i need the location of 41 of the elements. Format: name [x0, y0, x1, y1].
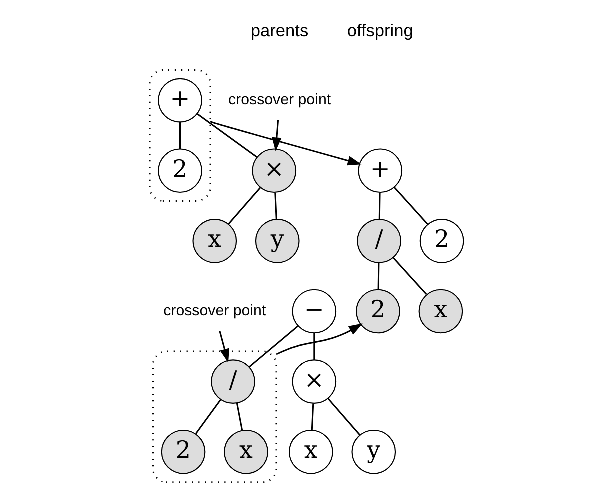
connector: [378, 263, 380, 290]
node-circle: x: [418, 289, 464, 334]
connector: [195, 399, 222, 434]
node-circle: x: [192, 219, 238, 264]
arrow: [276, 324, 363, 356]
connector: [236, 403, 244, 431]
connector: [378, 192, 381, 220]
connector: [392, 257, 428, 296]
node-circle: y: [255, 219, 300, 264]
label: parents: [250, 20, 309, 41]
connector: [180, 122, 182, 150]
node-text: crossover point: [228, 92, 332, 109]
connector: [228, 187, 262, 225]
node-text: crossover point: [164, 302, 266, 320]
connector: [274, 192, 278, 220]
node-circle: 2: [158, 148, 202, 194]
connector: [314, 333, 316, 360]
cluster: [149, 69, 212, 202]
node-circle: x: [288, 430, 334, 474]
arrow: [272, 120, 282, 152]
label: offspring: [347, 20, 414, 41]
node-circle: ×: [292, 360, 337, 404]
node-circle: ×: [252, 148, 297, 194]
arrow: [210, 121, 362, 166]
connector: [197, 114, 258, 158]
connector: [328, 398, 361, 436]
node-circle: 2: [420, 219, 464, 264]
node-circle: y: [352, 430, 396, 474]
node-circle: −: [292, 289, 337, 334]
connector: [311, 404, 314, 430]
node-circle: /: [211, 360, 256, 404]
node-circle: 2: [356, 289, 400, 334]
cluster: [152, 350, 278, 484]
node-circle: +: [358, 148, 403, 194]
node-circle: x: [224, 430, 268, 474]
arrow: [219, 331, 230, 363]
node-circle: 2: [161, 430, 206, 474]
connector: [249, 325, 299, 368]
node-circle: +: [158, 78, 202, 123]
connector: [394, 186, 428, 225]
node-circle: /: [357, 219, 402, 264]
